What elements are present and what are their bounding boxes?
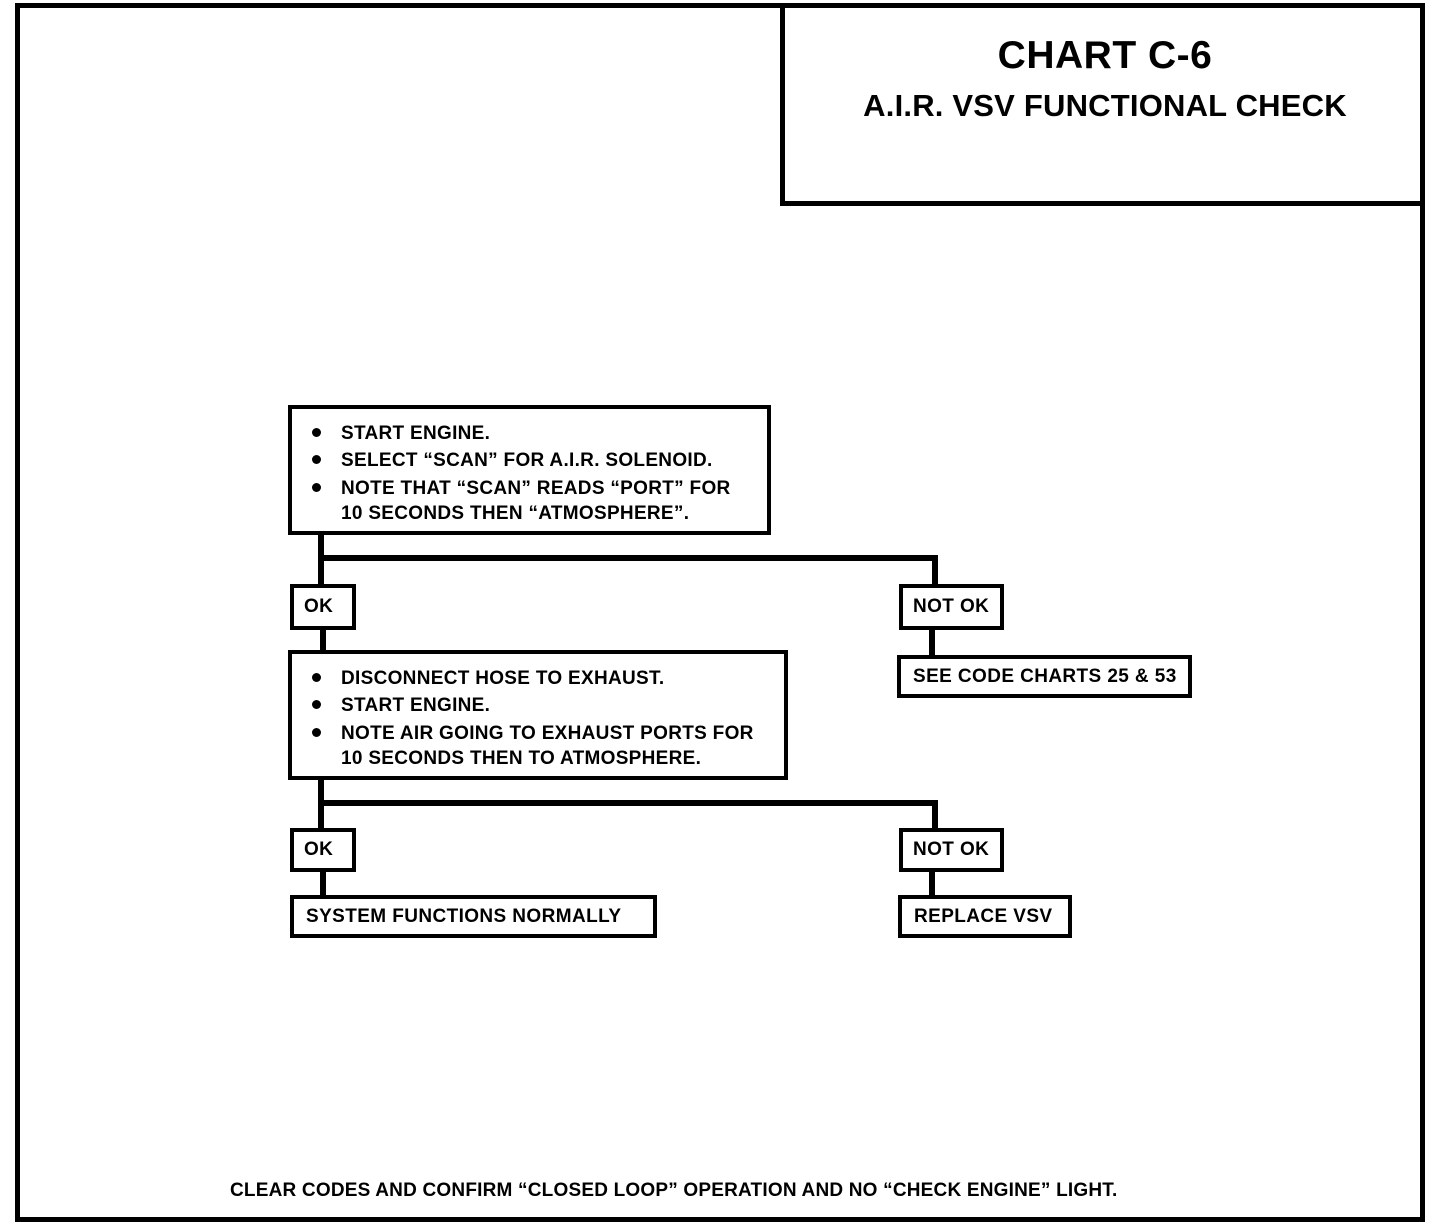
bullet-icon	[312, 428, 321, 437]
connector-ok-to-system-normal	[320, 872, 326, 897]
step-1-bullet-2: SELECT “SCAN” FOR A.I.R. SOLENOID.	[341, 450, 713, 472]
chart-title-block: CHART C-6 A.I.R. VSV FUNCTIONAL CHECK	[780, 3, 1425, 206]
connector-branch2-ok-drop	[318, 800, 324, 830]
chart-subtitle: A.I.R. VSV FUNCTIONAL CHECK	[863, 87, 1347, 123]
step-2-bullet-2: START ENGINE.	[341, 695, 491, 717]
list-item: SELECT “SCAN” FOR A.I.R. SOLENOID.	[306, 448, 757, 473]
see-code-charts-box: SEE CODE CHARTS 25 & 53	[897, 655, 1192, 698]
connector-notok-to-codecharts	[929, 630, 935, 657]
connector-branch1-notok-drop	[932, 555, 938, 586]
system-functions-normally-label: SYSTEM FUNCTIONS NORMALLY	[306, 905, 622, 927]
branch2-not-ok-label: NOT OK	[913, 839, 990, 860]
bullet-icon	[312, 700, 321, 710]
connector-ok-to-step2	[320, 630, 326, 652]
bullet-icon	[312, 727, 321, 737]
list-item: NOTE THAT “SCAN” READS “PORT” FOR 10 SEC…	[306, 476, 757, 527]
chart-number: CHART C-6	[997, 33, 1213, 77]
list-item: NOTE AIR GOING TO EXHAUST PORTS FOR 10 S…	[306, 721, 774, 772]
replace-vsv-box: REPLACE VSV	[898, 895, 1072, 938]
footer-note: CLEAR CODES AND CONFIRM “CLOSED LOOP” OP…	[230, 1180, 1118, 1201]
list-item: START ENGINE.	[306, 421, 757, 446]
step-1-bullet-3: NOTE THAT “SCAN” READS “PORT” FOR 10 SEC…	[341, 477, 731, 525]
step-2-bullet-1: DISCONNECT HOSE TO EXHAUST.	[341, 668, 665, 689]
connector-branch1-ok-drop	[318, 555, 324, 586]
connector-branch2-bus	[318, 800, 938, 806]
step-1-bullet-1: START ENGINE.	[341, 423, 491, 444]
step-1-instruction-box: START ENGINE. SELECT “SCAN” FOR A.I.R. S…	[288, 405, 771, 535]
branch1-not-ok-box: NOT OK	[899, 584, 1004, 630]
connector-step1-stem	[318, 535, 324, 561]
page-border	[15, 3, 1425, 1222]
system-functions-normally-box: SYSTEM FUNCTIONS NORMALLY	[290, 895, 657, 938]
branch1-ok-box: OK	[290, 584, 356, 630]
bullet-icon	[312, 455, 321, 465]
list-item: DISCONNECT HOSE TO EXHAUST.	[306, 666, 774, 691]
branch1-not-ok-label: NOT OK	[913, 596, 990, 617]
branch2-not-ok-box: NOT OK	[899, 828, 1004, 872]
branch2-ok-box: OK	[290, 828, 356, 872]
connector-branch2-notok-drop	[932, 800, 938, 830]
bullet-icon	[312, 482, 321, 492]
step-2-instruction-box: DISCONNECT HOSE TO EXHAUST. START ENGINE…	[288, 650, 788, 780]
replace-vsv-label: REPLACE VSV	[914, 905, 1053, 927]
connector-branch1-bus	[318, 555, 938, 561]
see-code-charts-label: SEE CODE CHARTS 25 & 53	[913, 665, 1177, 687]
list-item: START ENGINE.	[306, 693, 774, 718]
branch2-ok-label: OK	[304, 839, 334, 860]
branch1-ok-label: OK	[304, 596, 334, 617]
connector-notok-to-replace-vsv	[929, 872, 935, 897]
connector-step2-stem	[318, 780, 324, 806]
step-2-bullet-3: NOTE AIR GOING TO EXHAUST PORTS FOR 10 S…	[341, 722, 754, 770]
bullet-icon	[312, 673, 321, 682]
